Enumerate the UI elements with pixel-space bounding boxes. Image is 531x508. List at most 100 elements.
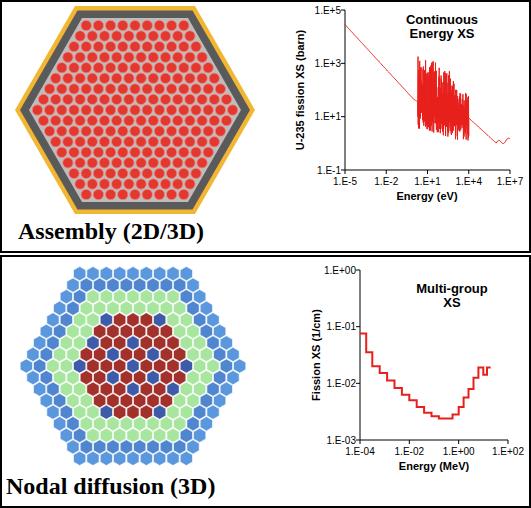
core-node xyxy=(120,394,132,408)
fuel-pin xyxy=(81,62,91,72)
core-node xyxy=(154,428,166,442)
fuel-pin xyxy=(57,62,67,72)
fuel-pin xyxy=(99,115,109,125)
fuel-pin xyxy=(166,62,176,72)
fuel-pin xyxy=(191,105,201,115)
core-node xyxy=(147,324,159,338)
fuel-pin xyxy=(136,115,146,125)
fuel-pin xyxy=(142,41,152,51)
tick-label: 1.E+1 xyxy=(315,111,341,122)
core-node xyxy=(94,440,106,454)
fuel-pin xyxy=(81,84,91,94)
core-node xyxy=(87,290,99,304)
core-node xyxy=(147,417,159,431)
core-node xyxy=(74,405,86,419)
core-node xyxy=(194,313,206,327)
fuel-pin xyxy=(44,105,54,115)
core-node xyxy=(194,336,206,350)
core-node xyxy=(160,440,172,454)
fuel-pin xyxy=(215,105,225,115)
fuel-pin xyxy=(118,147,128,157)
fuel-pin xyxy=(148,179,158,189)
core-node xyxy=(194,405,206,419)
fuel-pin xyxy=(118,41,128,51)
fuel-pin xyxy=(75,137,85,147)
core-node xyxy=(34,382,46,396)
core-node xyxy=(74,336,86,350)
fuel-pin xyxy=(173,115,183,125)
core-node xyxy=(80,417,92,431)
core-node xyxy=(94,370,106,384)
core-node xyxy=(80,394,92,408)
fuel-pin xyxy=(185,179,195,189)
fuel-assembly xyxy=(15,6,255,214)
core-node xyxy=(134,278,146,292)
fuel-pin xyxy=(38,115,48,125)
core-node xyxy=(100,313,112,327)
tick-label: 1.E+5 xyxy=(315,5,341,16)
core-node xyxy=(167,451,179,465)
core-node xyxy=(60,313,72,327)
fuel-pin xyxy=(93,189,103,199)
core-node xyxy=(194,382,206,396)
core-node xyxy=(54,324,66,338)
core-node xyxy=(200,301,212,315)
core-node xyxy=(67,347,79,361)
fuel-pin xyxy=(57,105,67,115)
fuel-pin xyxy=(142,105,152,115)
fuel-pin xyxy=(215,126,225,136)
core-node xyxy=(100,359,112,373)
core-node xyxy=(100,267,112,281)
fuel-pin xyxy=(185,137,195,147)
core-node xyxy=(140,428,152,442)
core-node xyxy=(94,417,106,431)
core-node xyxy=(207,336,219,350)
core-node xyxy=(107,417,119,431)
fuel-pin xyxy=(209,73,219,83)
core-node xyxy=(134,417,146,431)
tick-mark xyxy=(510,170,511,174)
fuel-pin xyxy=(81,20,91,30)
assembly-duct xyxy=(20,11,250,210)
core-node xyxy=(207,313,219,327)
fuel-pin xyxy=(185,73,195,83)
core-node xyxy=(187,278,199,292)
core-node xyxy=(127,451,139,465)
core-node xyxy=(60,359,72,373)
fuel-pin xyxy=(179,84,189,94)
fuel-pin xyxy=(203,105,213,115)
fuel-pin xyxy=(179,126,189,136)
fuel-pin xyxy=(173,52,183,62)
fuel-pin xyxy=(148,31,158,41)
core-node xyxy=(94,278,106,292)
core-node xyxy=(54,370,66,384)
fuel-pin xyxy=(75,115,85,125)
fuel-pin xyxy=(63,115,73,125)
core-node xyxy=(40,347,52,361)
core-node xyxy=(114,405,126,419)
core-node xyxy=(214,324,226,338)
core-node xyxy=(114,382,126,396)
continuous-xs-chart xyxy=(341,10,510,174)
core-node xyxy=(140,451,152,465)
core-node xyxy=(200,347,212,361)
fuel-pin xyxy=(57,126,67,136)
core-node xyxy=(167,428,179,442)
core-node xyxy=(187,324,199,338)
fuel-pin xyxy=(179,147,189,157)
fuel-pin xyxy=(130,126,140,136)
core-node xyxy=(100,428,112,442)
core-node xyxy=(114,359,126,373)
fuel-pin xyxy=(154,126,164,136)
core-node xyxy=(94,394,106,408)
fuel-pin xyxy=(124,31,134,41)
core-node xyxy=(134,440,146,454)
core-node xyxy=(87,428,99,442)
core-node xyxy=(147,347,159,361)
fuel-pin xyxy=(112,94,122,104)
fuel-pin xyxy=(221,94,231,104)
core-node xyxy=(80,324,92,338)
core-node xyxy=(154,382,166,396)
core-node xyxy=(114,313,126,327)
core-node xyxy=(140,267,152,281)
